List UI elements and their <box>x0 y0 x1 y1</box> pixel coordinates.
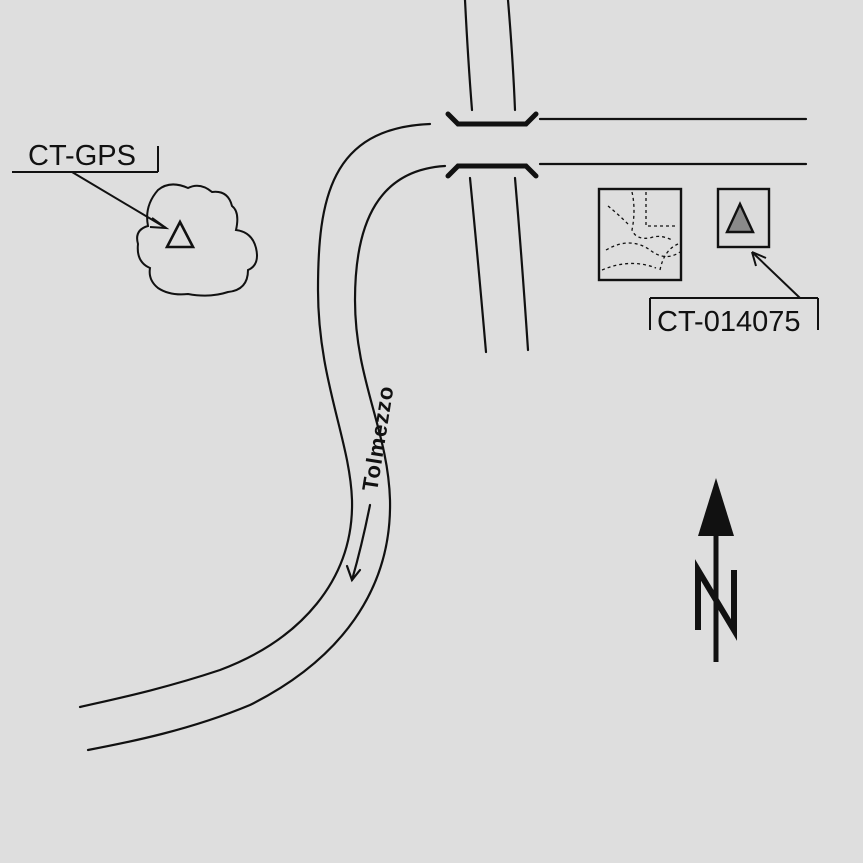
road-name-label: Tolmezzo <box>357 384 398 493</box>
station-marker-box <box>716 187 771 249</box>
bridge-lower-rail <box>445 163 539 179</box>
station-triangle-icon <box>725 201 755 234</box>
river <box>463 0 530 354</box>
north-arrow-icon <box>695 478 737 662</box>
road-edge-outer <box>78 117 808 709</box>
station-leader-line <box>649 251 819 330</box>
inset-sketch <box>597 187 683 282</box>
gps-triangle-icon <box>164 219 196 249</box>
road-tolmezzo <box>78 117 808 752</box>
direction-arrow-icon <box>345 503 372 583</box>
gps-label: CT-GPS <box>28 140 136 172</box>
gps-leader-line <box>12 146 170 230</box>
north-letter: N <box>0 0 1 1</box>
road-edge-inner <box>86 162 808 752</box>
gps-site-outline <box>136 183 258 297</box>
river-right-bank <box>506 0 530 352</box>
bridge-upper-rail <box>445 111 539 127</box>
bridge <box>445 111 539 179</box>
river-left-bank <box>463 0 488 354</box>
station-label: CT-014075 <box>657 306 801 338</box>
